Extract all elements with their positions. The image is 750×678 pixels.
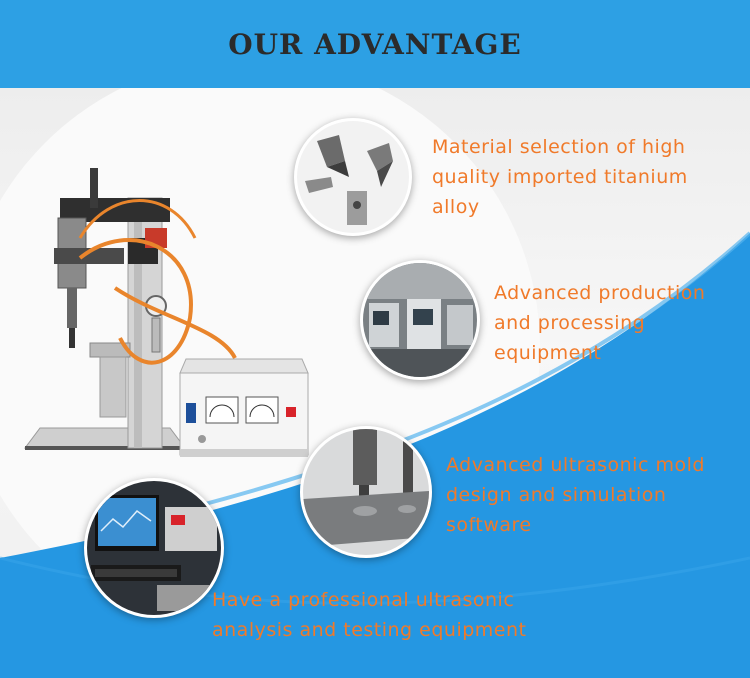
feature-3-image	[300, 426, 432, 558]
ultrasonic-generator-box	[179, 358, 309, 457]
factory-floor-icon	[363, 263, 477, 377]
ultrasonic-mold-icon	[303, 429, 429, 555]
feature-4-image	[84, 478, 224, 618]
advantage-panel: Material selection of high quality impor…	[0, 88, 750, 678]
header-banner: OUR ADVANTAGE	[0, 0, 750, 88]
feature-2-text: Advanced production and processing equip…	[494, 282, 706, 364]
feature-1-text: Material selection of high quality impor…	[432, 136, 688, 218]
titanium-tips-icon	[297, 121, 409, 233]
feature-2-image	[360, 260, 480, 380]
testing-workstation-icon	[87, 481, 221, 615]
ultrasonic-welding-machine	[24, 168, 237, 450]
feature-4-text: Have a professional ultrasonic analysis …	[212, 589, 527, 641]
page-title: OUR ADVANTAGE	[228, 27, 522, 61]
feature-1-image	[294, 118, 412, 236]
feature-3-text: Advanced ultrasonic mold design and simu…	[446, 454, 705, 536]
